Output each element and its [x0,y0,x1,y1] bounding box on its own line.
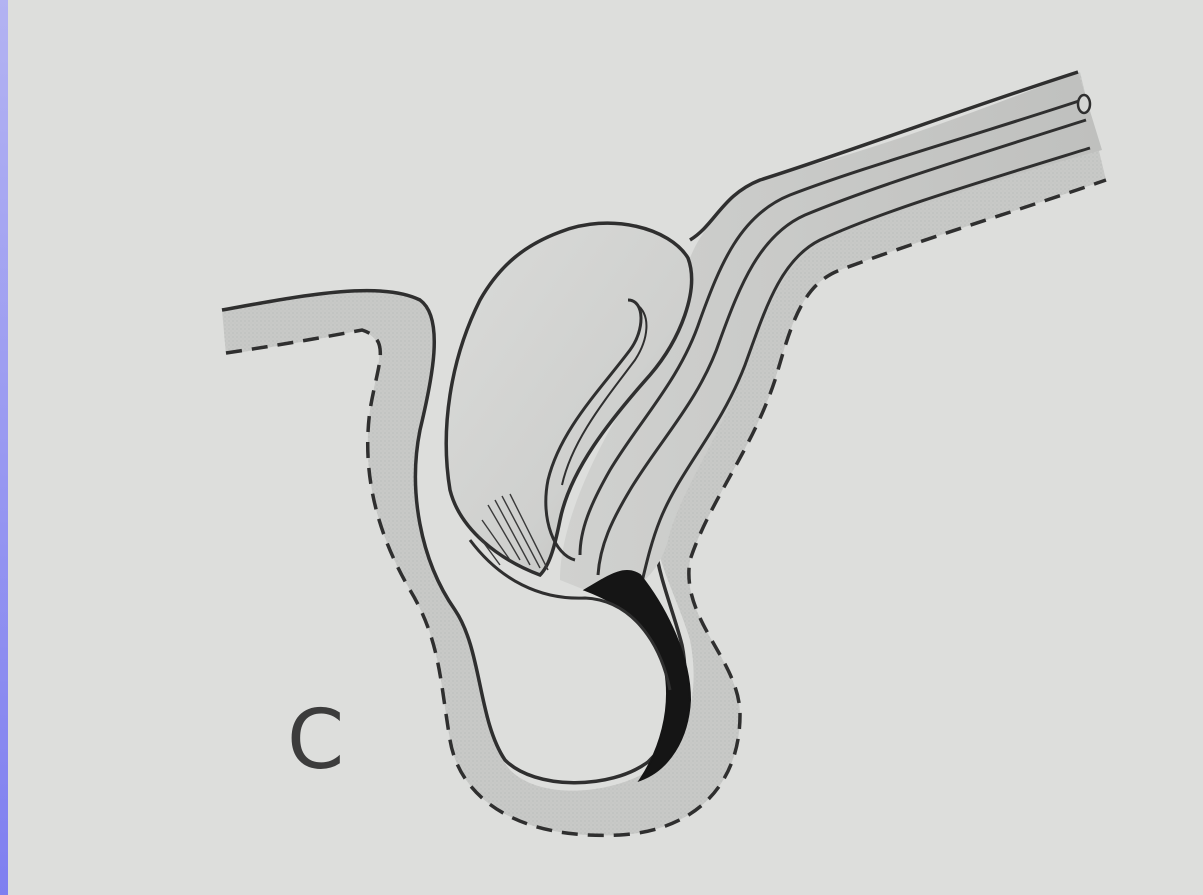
duct-opening [1078,95,1090,113]
dark-fluid-space [585,571,690,780]
panel-label: C [287,700,344,782]
